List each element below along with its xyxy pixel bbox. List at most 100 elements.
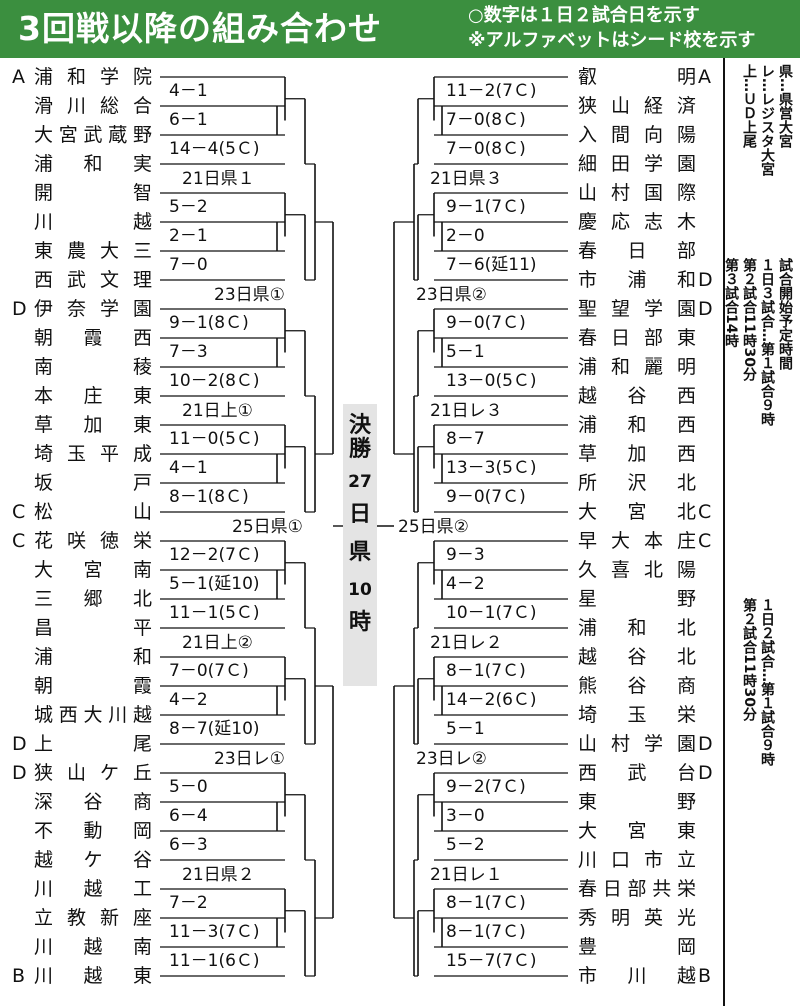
left-team-name: 狭山ケ丘 [34,762,152,784]
right-team-name: 聖望学園 [578,298,696,320]
left-round3-label: 23日県① [212,284,287,306]
right-team-name: 東野 [578,791,696,813]
left-semi-label: 25日県① [230,516,305,538]
left-team-name: 川越工 [34,878,152,900]
legend-venue-2: レ…レジスタ大宮 [759,64,775,176]
left-team-name: 開智 [34,182,152,204]
right-score: 15－7(7Ｃ) [444,949,539,973]
left-team-name: 朝霞西 [34,327,152,349]
right-score: 3－0 [444,804,487,828]
left-score: 7－2 [167,891,210,915]
right-team-seed [698,92,718,120]
left-score: 11－3(7Ｃ) [167,920,262,944]
legend-times-a3: 第３試合14時 [723,258,739,348]
left-team-seed: B [12,965,26,987]
left-team-seed [12,614,32,642]
right-score: 14－2(6Ｃ) [444,688,539,712]
right-team-seed [698,440,718,468]
left-team-name: 川越 [34,211,152,233]
left-team-name: 東農大三 [34,240,152,262]
right-score: 8－7 [444,427,487,451]
left-score: 11－0(5Ｃ) [167,427,262,451]
right-score: 11－2(7Ｃ) [444,79,539,103]
right-team-seed [698,614,718,642]
right-team-name: 春日部共栄 [578,878,696,900]
page-title: 3回戦以降の組み合わせ [18,9,382,48]
right-round2-label: 21日レ２ [428,632,505,654]
left-team-seed [12,875,32,903]
final-day-unit: 日 [348,502,371,527]
right-score: 9－2(7Ｃ) [444,775,528,799]
right-team-name: 早大本庄 [578,530,696,552]
right-team-seed [698,469,718,497]
right-score: 9－0(7Ｃ) [444,485,528,509]
left-score: 11－1(6Ｃ) [167,949,262,973]
right-team-seed [698,121,718,149]
right-team-seed [698,324,718,352]
left-team-seed: D [12,733,27,755]
right-team-name: 埼玉栄 [578,704,696,726]
left-score: 7－0(7Ｃ) [167,659,251,683]
right-team-seed: D [698,269,713,291]
right-team-name: 大宮東 [578,820,696,842]
left-score: 9－1(8Ｃ) [167,311,251,335]
right-team-seed [698,208,718,236]
left-team-name: 川越南 [34,936,152,958]
left-team-name: 不動岡 [34,820,152,842]
left-score: 2－1 [167,224,210,248]
left-round2-label: 21日上① [180,400,255,422]
left-team-name: 大宮南 [34,559,152,581]
left-team-name: 草加東 [34,414,152,436]
left-score: 6－3 [167,833,210,857]
right-team-seed: C [698,501,712,523]
left-team-seed [12,208,32,236]
left-score: 12－2(7Ｃ) [167,543,262,567]
left-team-name: 越ケ谷 [34,849,152,871]
right-score: 5－2 [444,833,487,857]
left-score: 4－2 [167,688,210,712]
header-note-circle: ○数字は１日２試合日を示す [468,5,700,26]
right-score: 5－1 [444,340,487,364]
left-score: 4－1 [167,456,210,480]
right-team-seed [698,556,718,584]
left-team-seed [12,469,32,497]
right-team-name: 叡明 [578,66,696,88]
right-team-seed: C [698,530,712,552]
left-team-seed [12,556,32,584]
right-score: 2－0 [444,224,487,248]
final-hour-unit: 時 [348,610,371,635]
right-team-name: 星野 [578,588,696,610]
final-venue: 県 [348,540,371,565]
right-team-seed: D [698,298,713,320]
left-team-seed [12,121,32,149]
left-score: 5－0 [167,775,210,799]
left-team-seed: D [12,762,27,784]
left-team-seed [12,150,32,178]
left-score: 5－1(延10) [167,572,262,596]
left-team-name: 花咲徳栄 [34,530,152,552]
right-team-seed [698,904,718,932]
right-team-name: 川口市立 [578,849,696,871]
right-score: 13－3(5Ｃ) [444,456,539,480]
left-score: 7－3 [167,340,210,364]
right-team-seed [698,237,718,265]
right-score: 7－6(延11) [444,253,539,277]
right-team-seed [698,846,718,874]
left-team-seed: D [12,298,27,320]
left-team-name: 昌平 [34,617,152,639]
right-score: 7－0(8Ｃ) [444,108,528,132]
left-team-seed [12,237,32,265]
right-round2-label: 21日県３ [428,168,505,190]
right-score: 8－1(7Ｃ) [444,891,528,915]
right-team-name: 入間向陽 [578,124,696,146]
left-team-seed [12,382,32,410]
right-score: 7－0(8Ｃ) [444,137,528,161]
right-score: 8－1(7Ｃ) [444,920,528,944]
right-team-seed: D [698,762,713,784]
left-team-seed [12,846,32,874]
left-team-seed [12,179,32,207]
right-team-seed [698,788,718,816]
right-team-name: 越谷西 [578,385,696,407]
left-team-name: 大宮武蔵野 [34,124,152,146]
